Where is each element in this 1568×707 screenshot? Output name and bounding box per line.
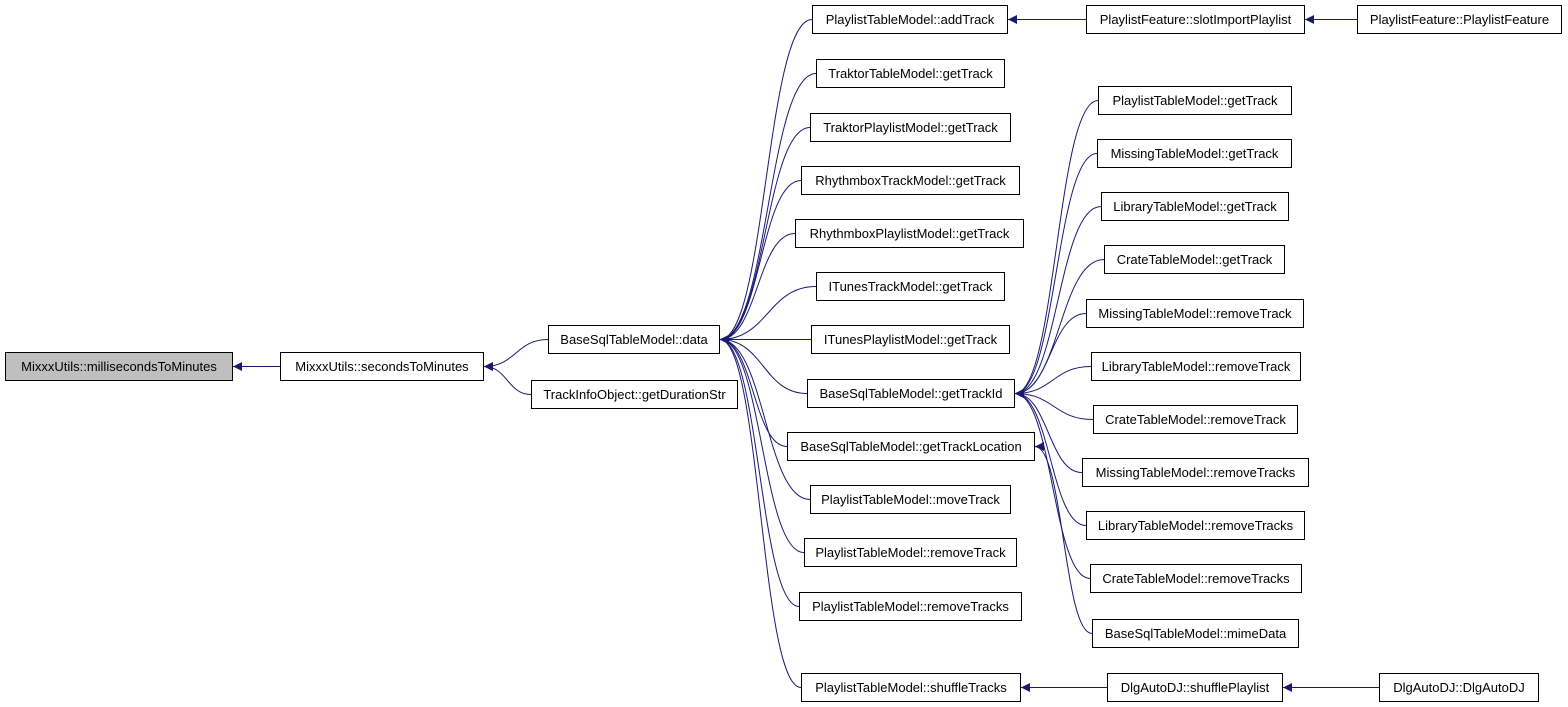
node-itunes-track-get-track[interactable]: ITunesTrackModel::getTrack <box>816 272 1005 301</box>
edge-missingRemoveTrack-to-getTrackId <box>1014 313 1087 398</box>
edge-plGetTrack-to-getTrackId <box>1014 100 1099 398</box>
node-get-track-location[interactable]: BaseSqlTableModel::getTrackLocation <box>787 432 1035 461</box>
edge-libraryRemoveTracks-to-getTrackId <box>1014 389 1087 526</box>
node-missing-remove-track[interactable]: MissingTableModel::removeTrack <box>1086 299 1304 328</box>
node-playlist-add-track[interactable]: PlaylistTableModel::addTrack <box>812 5 1008 34</box>
edge-crateRemoveTrack-to-getTrackId <box>1014 389 1094 420</box>
node-crate-remove-tracks[interactable]: CrateTableModel::removeTracks <box>1090 564 1302 593</box>
node-crate-get-track[interactable]: CrateTableModel::getTrack <box>1104 245 1285 274</box>
node-playlist-shuffle-tracks[interactable]: PlaylistTableModel::shuffleTracks <box>801 673 1021 702</box>
edge-itunesTrack-to-baseData <box>719 286 817 344</box>
node-missing-remove-tracks[interactable]: MissingTableModel::removeTracks <box>1082 458 1309 487</box>
edge-rhythmPlaylist-to-baseData <box>719 233 796 344</box>
edge-plRemoveTrack-to-baseData <box>719 335 805 553</box>
node-crate-remove-track[interactable]: CrateTableModel::removeTrack <box>1093 405 1298 434</box>
node-playlist-feature-constructor[interactable]: PlaylistFeature::PlaylistFeature <box>1357 5 1562 34</box>
edge-missingRemoveTracks-to-getTrackId <box>1014 389 1083 473</box>
node-library-remove-tracks[interactable]: LibraryTableModel::removeTracks <box>1086 511 1305 540</box>
edge-getTrackLocation-to-baseData <box>719 335 788 447</box>
edge-libraryGetTrack-to-getTrackId <box>1014 206 1102 398</box>
edge-getTrackId-to-baseData <box>719 335 808 394</box>
edge-plAddTrack-to-baseData <box>719 19 813 344</box>
edge-traktorPlaylist-to-baseData <box>719 127 811 344</box>
node-rhythmbox-track-get-track[interactable]: RhythmboxTrackModel::getTrack <box>801 166 1020 195</box>
node-traktor-playlist-get-track[interactable]: TraktorPlaylistModel::getTrack <box>810 113 1011 142</box>
node-library-remove-track[interactable]: LibraryTableModel::removeTrack <box>1091 352 1301 381</box>
node-base-sql-table-model-data[interactable]: BaseSqlTableModel::data <box>548 325 720 354</box>
edge-mimeData-to-getTrackLocation <box>1034 442 1093 634</box>
node-get-track-id[interactable]: BaseSqlTableModel::getTrackId <box>807 379 1015 408</box>
node-get-duration-str[interactable]: TrackInfoObject::getDurationStr <box>531 380 738 409</box>
node-playlist-move-track[interactable]: PlaylistTableModel::moveTrack <box>810 485 1011 514</box>
node-milliseconds-to-minutes[interactable]: MixxxUtils::millisecondsToMinutes <box>5 352 233 381</box>
node-itunes-playlist-get-track[interactable]: ITunesPlaylistModel::getTrack <box>811 325 1010 354</box>
edge-plMoveTrack-to-baseData <box>719 335 811 500</box>
edge-missingGetTrack-to-getTrackId <box>1014 153 1098 398</box>
edge-getDurationStr-to-secondsToMinutes <box>483 362 532 395</box>
edge-plShuffle-to-baseData <box>719 335 802 688</box>
node-shuffle-playlist[interactable]: DlgAutoDJ::shufflePlaylist <box>1107 673 1283 702</box>
node-missing-get-track[interactable]: MissingTableModel::getTrack <box>1097 139 1292 168</box>
node-mime-data[interactable]: BaseSqlTableModel::mimeData <box>1092 619 1299 648</box>
edge-libraryRemoveTrack-to-getTrackId <box>1014 366 1092 398</box>
node-playlist-remove-track[interactable]: PlaylistTableModel::removeTrack <box>804 538 1017 567</box>
edge-crateRemoveTracks-to-getTrackId <box>1014 389 1091 579</box>
node-library-get-track[interactable]: LibraryTableModel::getTrack <box>1101 192 1289 221</box>
node-dlg-auto-dj[interactable]: DlgAutoDJ::DlgAutoDJ <box>1379 673 1539 702</box>
edge-baseData-to-secondsToMinutes <box>483 339 549 371</box>
edge-traktorTrack-to-baseData <box>719 73 817 344</box>
node-rhythmbox-playlist-get-track[interactable]: RhythmboxPlaylistModel::getTrack <box>795 219 1024 248</box>
node-playlist-remove-tracks[interactable]: PlaylistTableModel::removeTracks <box>799 592 1022 621</box>
node-seconds-to-minutes[interactable]: MixxxUtils::secondsToMinutes <box>280 352 484 381</box>
edge-rhythmTrack-to-baseData <box>719 180 802 344</box>
node-slot-import-playlist[interactable]: PlaylistFeature::slotImportPlaylist <box>1086 5 1305 34</box>
edge-plRemoveTracks-to-baseData <box>719 335 800 607</box>
node-playlist-get-track[interactable]: PlaylistTableModel::getTrack <box>1098 86 1292 115</box>
node-traktor-table-get-track[interactable]: TraktorTableModel::getTrack <box>816 59 1005 88</box>
